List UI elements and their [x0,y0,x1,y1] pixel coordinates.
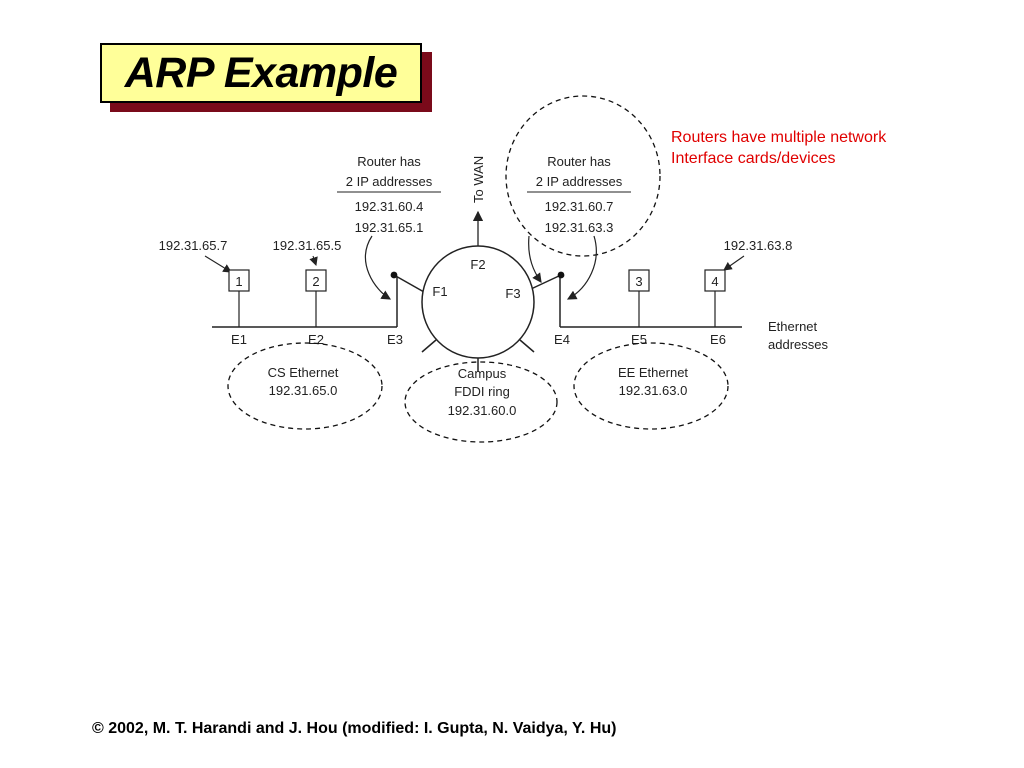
to-wan-label: To WAN [471,156,486,203]
router-left-ip1: 192.31.60.4 [355,199,424,214]
campus-fddi-address: 192.31.60.0 [448,403,517,418]
host-1: 1 [228,269,250,327]
slide-footer: © 2002, M. T. Harandi and J. Hou (modifi… [92,720,617,737]
campus-fddi-line1: Campus [458,366,507,381]
ee-ethernet-ellipse [573,342,729,430]
fddi-stub-left [421,339,437,353]
router-left-line2: 2 IP addresses [346,174,433,189]
router-left-node [390,271,398,279]
campus-fddi-ellipse [404,361,558,443]
cs-ethernet-address: 192.31.65.0 [269,383,338,398]
router-right-node [557,271,565,279]
router-highlight-circle [505,95,661,257]
eth-label-e4: E4 [554,332,570,347]
host-4-arrow [723,255,745,271]
fddi-label-f2: F2 [470,257,485,272]
ee-ethernet-address: 192.31.63.0 [619,383,688,398]
router-left-fddi-link [393,274,425,293]
router-note-line-2: Interface cards/devices [671,150,836,167]
host-3: 3 [628,269,650,327]
router-note-line-1: Routers have multiple network [671,129,887,146]
campus-fddi-line2: FDDI ring [454,384,510,399]
slide-title: ARP Example [124,48,398,97]
router-right-arrow-b [566,235,597,300]
fddi-label-f3: F3 [505,286,520,301]
ee-ethernet-name: EE Ethernet [618,365,688,380]
eth-label-e3: E3 [387,332,403,347]
cs-ethernet-ellipse [227,342,383,430]
fddi-label-f1: F1 [432,284,447,299]
title-box: ARP Example [100,43,422,103]
host-1-label: 1 [235,274,242,289]
host-4-ip: 192.31.63.8 [724,238,793,253]
router-left-ip2: 192.31.65.1 [355,220,424,235]
router-right-arrow-a [528,235,542,283]
ethernet-addresses-line1: Ethernet [768,319,818,334]
router-note: Routers have multiple network Interface … [671,127,886,169]
host-2-ip: 192.31.65.5 [273,238,342,253]
router-left-arrow [364,235,392,300]
host-2-arrow [309,255,318,267]
router-right-ip1: 192.31.60.7 [545,199,614,214]
host-2: 2 [305,269,327,327]
router-right-line1: Router has [547,154,611,169]
eth-label-e1: E1 [231,332,247,347]
ethernet-addresses-line2: addresses [768,337,828,352]
host-1-ip: 192.31.65.7 [159,238,228,253]
eth-label-e2: E2 [308,332,324,347]
router-left-line1: Router has [357,154,421,169]
host-3-label: 3 [635,274,642,289]
cs-ethernet-name: CS Ethernet [268,365,339,380]
router-right-line2: 2 IP addresses [536,174,623,189]
eth-label-e6: E6 [710,332,726,347]
host-2-label: 2 [312,274,319,289]
router-right-ip2: 192.31.63.3 [545,220,614,235]
host-4-label: 4 [711,274,718,289]
host-1-arrow [204,255,232,273]
fddi-stub-right [519,339,535,353]
host-4: 4 [704,269,726,327]
router-right-fddi-link [530,274,562,290]
